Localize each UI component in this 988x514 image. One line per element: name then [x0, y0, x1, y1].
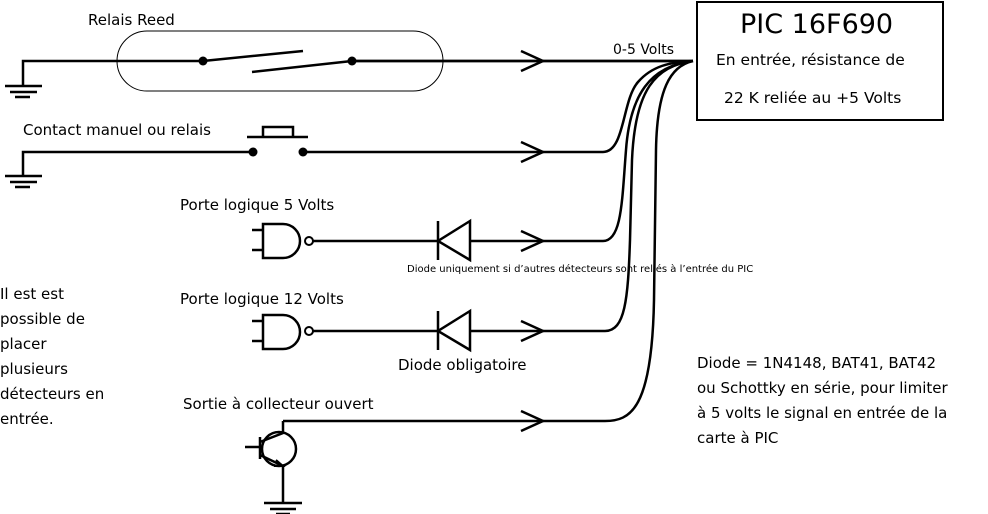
- note-line: possible de: [0, 310, 85, 328]
- pic-box: [696, 1, 944, 121]
- push-button-icon: [247, 125, 308, 139]
- note-line: placer: [0, 335, 47, 353]
- label-diode-required: Diode obligatoire: [398, 356, 527, 374]
- note-line: plusieurs: [0, 360, 68, 378]
- nand-gate-icon: [261, 222, 302, 260]
- transistor-icon: [260, 430, 298, 468]
- nand-gate-icon: [261, 313, 302, 351]
- ground-icon: [5, 174, 42, 189]
- note-line: Diode = 1N4148, BAT41, BAT42: [697, 354, 937, 372]
- label-gate12: Porte logique 12 Volts: [180, 290, 344, 308]
- reed-contacts: [202, 49, 353, 74]
- diode-icon: [435, 308, 472, 353]
- reed-relay-branch: [5, 30, 693, 99]
- label-voltage: 0-5 Volts: [613, 42, 675, 58]
- open-collector-branch: [245, 59, 694, 514]
- label-contact: Contact manuel ou relais: [23, 121, 211, 139]
- label-gate5: Porte logique 5 Volts: [180, 196, 335, 214]
- note-line: Il est est: [0, 285, 64, 303]
- pic-line2: 22 K reliée au +5 Volts: [724, 89, 902, 107]
- label-open-collector: Sortie à collecteur ouvert: [183, 395, 374, 413]
- arrow-icon: [520, 319, 547, 343]
- note-line: carte à PIC: [697, 429, 779, 447]
- arrow-icon: [520, 49, 547, 73]
- note-line: entrée.: [0, 410, 54, 428]
- arrow-icon: [520, 140, 547, 164]
- note-line: détecteurs en: [0, 385, 105, 403]
- pic-line1: En entrée, résistance de: [716, 51, 905, 69]
- note-line: à 5 volts le signal en entrée de la: [697, 404, 948, 422]
- wire: [21, 150, 253, 176]
- arrow-icon: [520, 409, 547, 433]
- note-line: ou Schottky en série, pour limiter: [697, 379, 948, 397]
- ground-icon: [264, 501, 302, 514]
- manual-contact-branch: [5, 59, 694, 189]
- logic-gate-12v-branch: [252, 59, 694, 353]
- diode-icon: [435, 218, 472, 263]
- logic-gate-5v-branch: [252, 59, 694, 263]
- label-reed: Relais Reed: [88, 11, 175, 29]
- label-diode-note: Diode uniquement si d’autres détecteurs …: [407, 264, 754, 275]
- ground-icon: [5, 84, 42, 99]
- pic-title: PIC 16F690: [740, 9, 894, 40]
- arrow-icon: [520, 229, 547, 253]
- wire: [21, 59, 693, 86]
